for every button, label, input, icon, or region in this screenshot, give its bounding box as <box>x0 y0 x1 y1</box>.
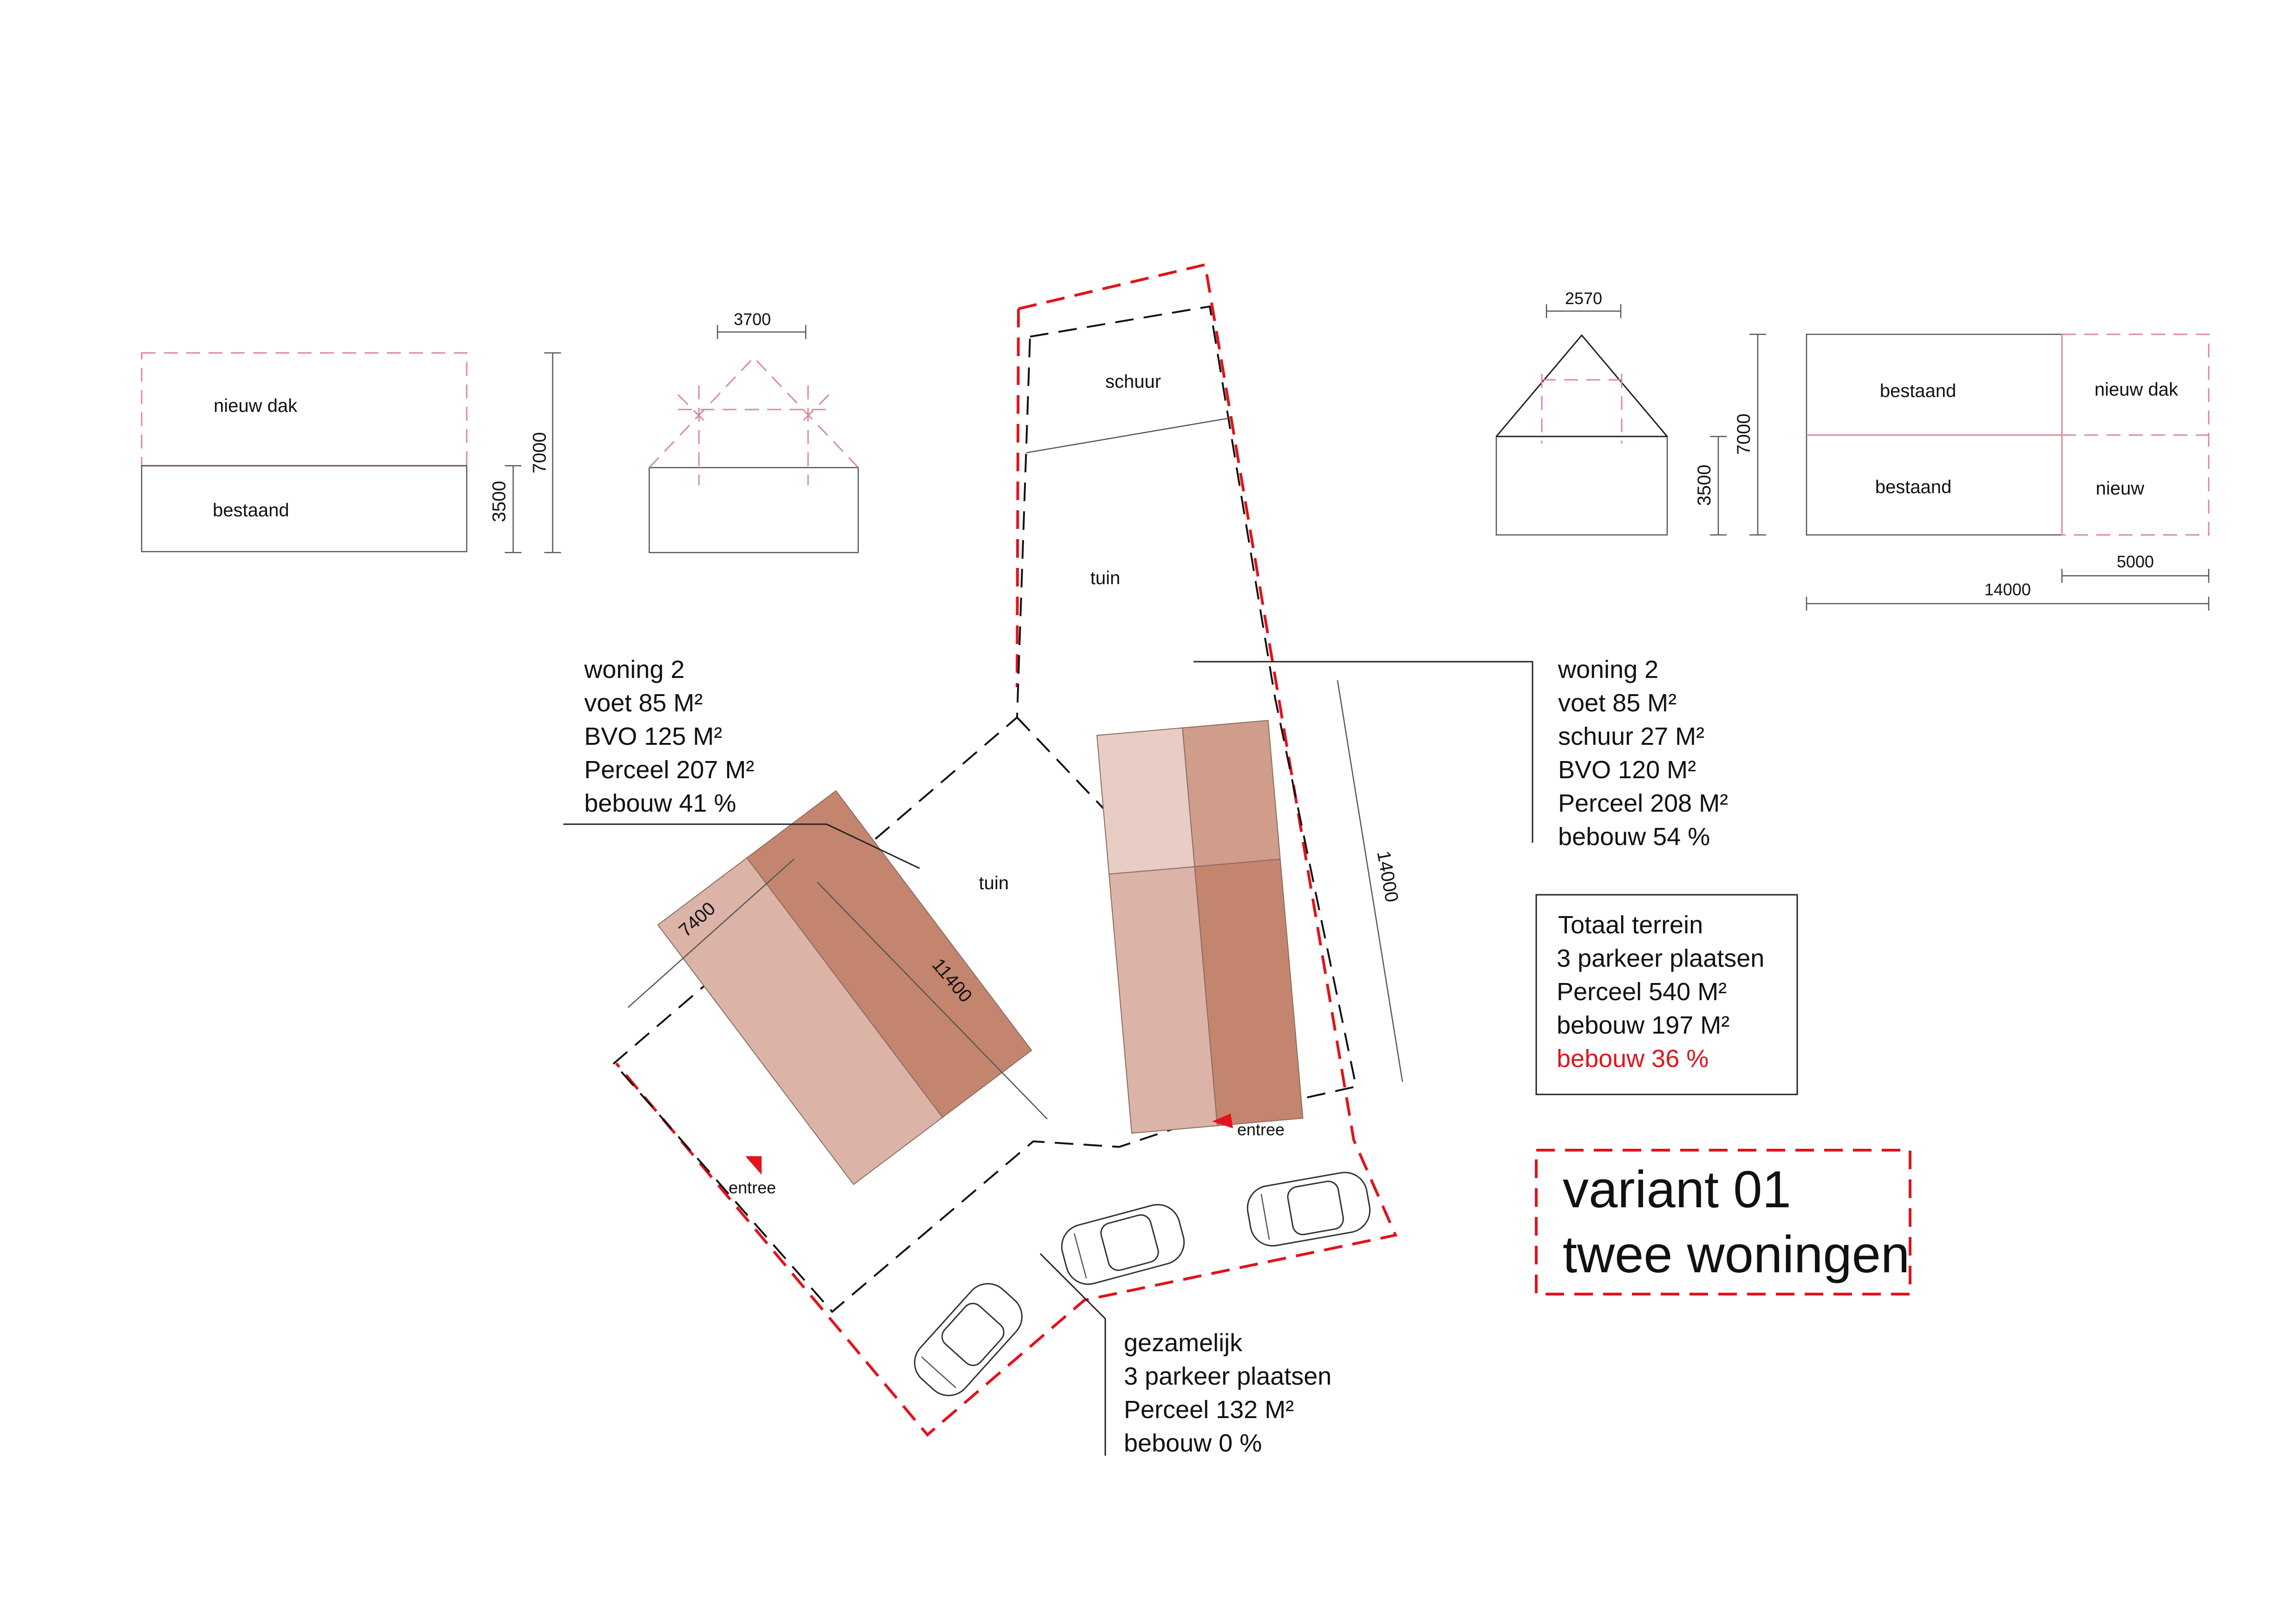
right-gable-wall <box>1495 436 1668 536</box>
info-left-line-5: bebouw 41 % <box>584 789 736 817</box>
info-left-line-4: Perceel 207 M² <box>584 756 754 784</box>
right-roof-mid <box>1182 720 1281 867</box>
cell-bestaand-top: bestaand <box>1880 381 1957 401</box>
leader-gezamelijk <box>1039 1253 1106 1456</box>
info-right-line-3: schuur 27 M² <box>1558 723 1704 750</box>
cell-nieuw: nieuw <box>2096 478 2145 499</box>
dim-14000-site: 14000 <box>1373 849 1402 904</box>
left-gable-elevation: 3700 <box>648 310 859 553</box>
label-entree-right: entree <box>1237 1120 1285 1139</box>
new-roof-outline <box>141 352 468 467</box>
info-right-line-4: BVO 120 M² <box>1558 756 1696 784</box>
title-box: variant 01 twee woningen <box>1535 1149 1911 1295</box>
info-tot-line-1: Totaal terrein <box>1558 911 1703 939</box>
title-line-1: variant 01 <box>1563 1160 1791 1218</box>
new-gable-roof-outline <box>648 356 859 469</box>
label-bestaand: bestaand <box>213 500 289 521</box>
site-plan: 7400 11400 14000 schuur tuin tuin entree… <box>613 263 1403 1437</box>
dim-7000-left: 7000 <box>529 432 550 474</box>
dim-line-14000-site <box>1337 680 1403 1082</box>
leader-woning-left <box>563 823 920 869</box>
label-nieuw-dak: nieuw dak <box>214 396 298 416</box>
label-entree-left: entree <box>729 1178 776 1197</box>
shed-divider <box>1026 417 1231 454</box>
info-tot-line-5-highlight: bebouw 36 % <box>1557 1045 1709 1073</box>
info-left-line-3: BVO 125 M² <box>584 723 722 750</box>
info-right-line-6: bebouw 54 % <box>1558 823 1710 851</box>
info-gezamelijk: gezamelijk 3 parkeer plaatsen Perceel 13… <box>1124 1329 1331 1457</box>
existing-wall-outline <box>141 465 468 553</box>
info-tot-line-3: Perceel 540 M² <box>1557 978 1727 1006</box>
info-right-line-1: woning 2 <box>1558 656 1658 684</box>
leader-woning-right <box>1194 661 1533 843</box>
dim-7000-right: 7000 <box>1734 414 1754 455</box>
info-gez-line-1: gezamelijk <box>1124 1329 1243 1357</box>
right-roof-dark <box>1194 859 1304 1126</box>
info-totaal-box: Totaal terrein 3 parkeer plaatsen Percee… <box>1535 894 1798 1095</box>
info-right-line-2: voet 85 M² <box>1558 689 1676 717</box>
title-line-2: twee woningen <box>1563 1225 1910 1283</box>
info-left-line-1: woning 2 <box>584 656 685 684</box>
info-gez-line-2: 3 parkeer plaatsen <box>1124 1362 1331 1390</box>
leader-lines <box>563 661 1533 1456</box>
dim-3500-right: 3500 <box>1694 465 1715 506</box>
left-front-elevation: nieuw dak bestaand 7000 3500 <box>141 352 561 553</box>
label-schuur: schuur <box>1105 371 1161 392</box>
dim-5000: 5000 <box>2117 552 2154 571</box>
dim-3700: 3700 <box>734 310 771 329</box>
car-3 <box>913 1283 1023 1396</box>
info-right-line-5: Perceel 208 M² <box>1558 789 1728 817</box>
dim-line-11400 <box>817 882 1048 1120</box>
cell-bestaand-bottom: bestaand <box>1875 477 1952 497</box>
right-plan-elevation: bestaand nieuw dak bestaand nieuw 5000 1… <box>1806 333 2210 611</box>
right-roof-pale <box>1096 727 1195 875</box>
label-tuin-north: tuin <box>1090 568 1121 588</box>
cell-nieuw-dak: nieuw dak <box>2094 379 2179 400</box>
info-left-line-2: voet 85 M² <box>584 689 703 717</box>
info-gez-line-3: Perceel 132 M² <box>1124 1396 1294 1424</box>
left-house-roof <box>657 790 1032 1185</box>
gable-wall-outline <box>648 467 859 553</box>
info-woning-left: woning 2 voet 85 M² BVO 125 M² Perceel 2… <box>584 656 754 817</box>
right-house-roof <box>1096 720 1304 1134</box>
info-woning-right: woning 2 voet 85 M² schuur 27 M² BVO 120… <box>1558 656 1728 851</box>
info-tot-line-4: bebouw 197 M² <box>1557 1011 1729 1039</box>
right-gable-roof <box>1495 334 1668 437</box>
dim-line-7400 <box>627 859 795 1008</box>
entree-marker-right <box>1212 1113 1233 1128</box>
label-tuin-west: tuin <box>979 873 1009 893</box>
info-tot-line-2: 3 parkeer plaatsen <box>1557 944 1764 972</box>
right-gable-elevation: 2570 7000 3500 <box>1495 289 1766 536</box>
car-1 <box>1246 1172 1371 1247</box>
title-frame <box>1535 1149 1911 1295</box>
property-boundary-red <box>615 263 1398 1437</box>
dim-3500-left: 3500 <box>489 481 509 522</box>
car-2 <box>1061 1204 1185 1285</box>
entree-marker-left <box>745 1156 762 1175</box>
info-gez-line-4: bebouw 0 % <box>1124 1429 1262 1457</box>
dim-2570: 2570 <box>1565 289 1602 308</box>
totaal-box-frame <box>1535 894 1798 1095</box>
dim-14000-plan: 14000 <box>1984 580 2031 599</box>
